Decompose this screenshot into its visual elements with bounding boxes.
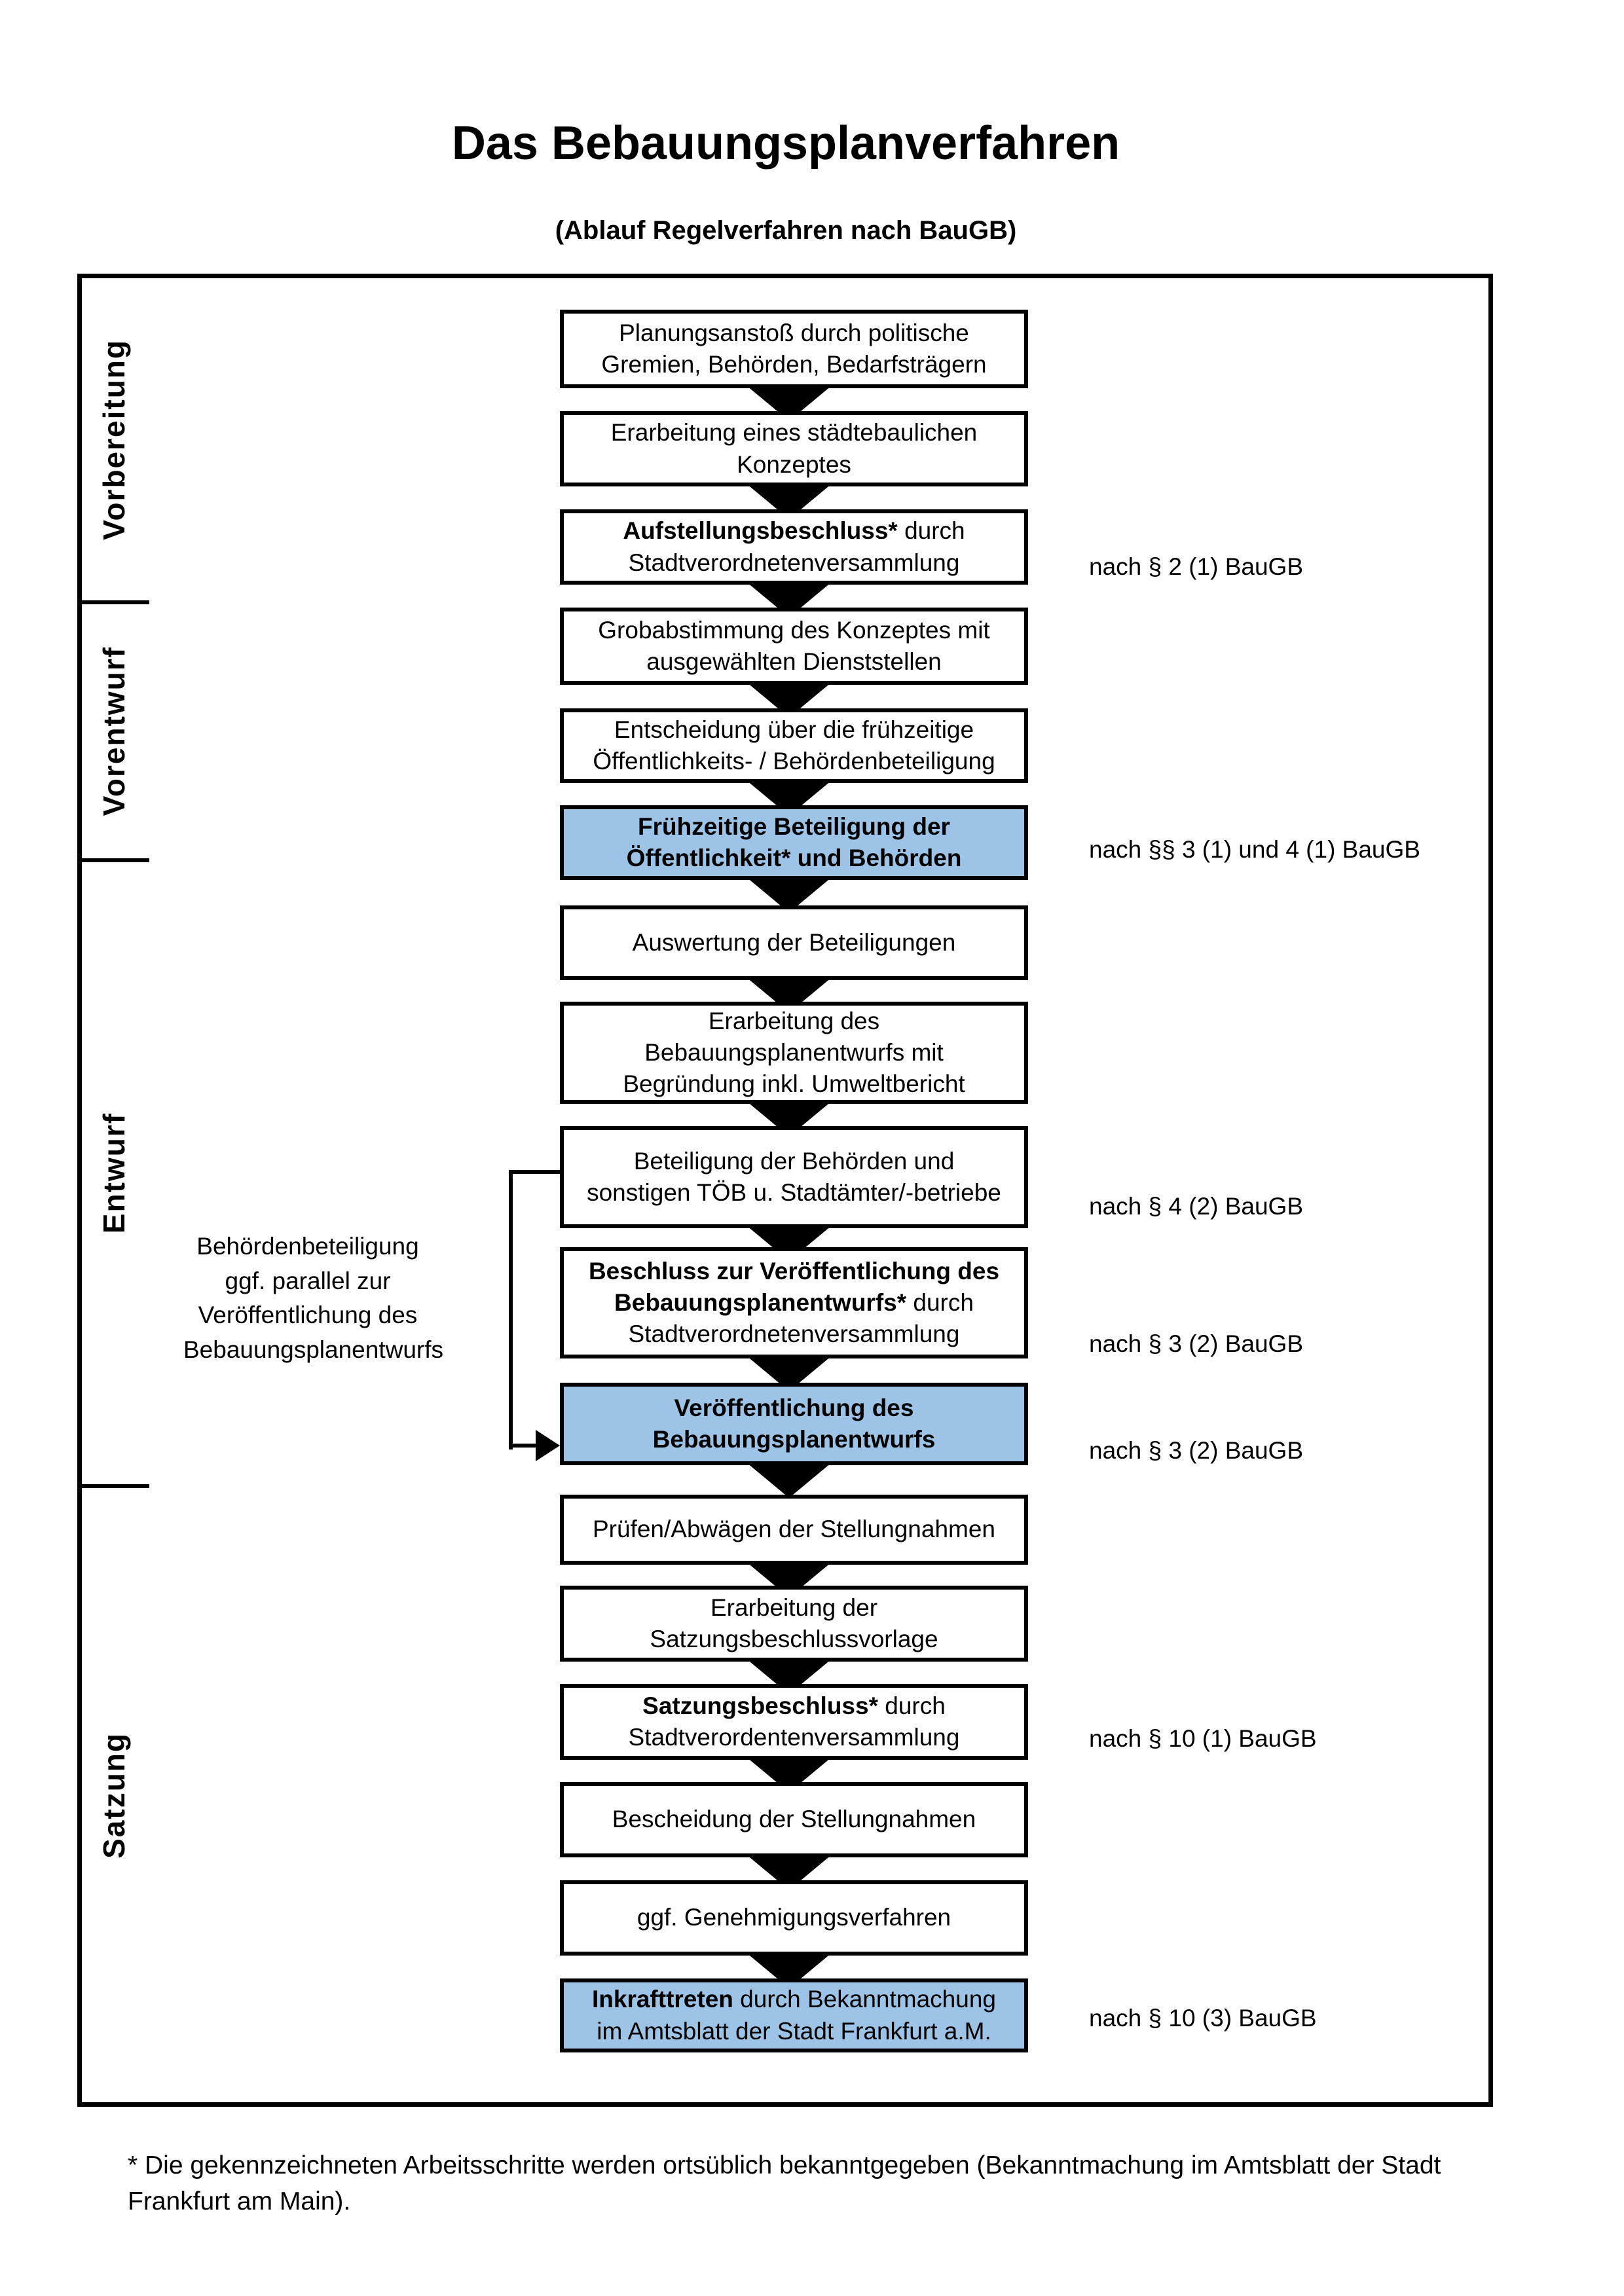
step-text: Prüfen/Abwägen der Stellungnahmen: [592, 1516, 996, 1543]
step-beschluss-veroeffentlichung: Beschluss zur Veröffentlichung des Bebau…: [560, 1247, 1028, 1358]
legal-reference: nach § 3 (2) BauGB: [1089, 1437, 1304, 1464]
step-text: Erarbeitung eines städtebaulichen Konzep…: [610, 419, 978, 478]
phase-label-vorentwurf: Vorentwurf: [96, 646, 131, 816]
legal-reference: nach § 2 (1) BauGB: [1089, 553, 1304, 580]
step-text: Erarbeitung des Bebauungsplanentwurfs mi…: [623, 1007, 965, 1098]
phase-label-vorbereitung: Vorbereitung: [96, 338, 131, 540]
step-text-bold: Frühzeitige Beteiligung der Öffentlichke…: [626, 812, 962, 871]
step-text: Erarbeitung der Satzungsbeschlussvorlage: [650, 1594, 938, 1652]
legal-reference: nach §§ 3 (1) und 4 (1) BauGB: [1089, 836, 1420, 863]
phase-cell-vorbereitung: Vorbereitung: [82, 278, 145, 600]
step-text: Beteiligung der Behörden und sonstigen T…: [587, 1147, 1001, 1206]
phase-divider: [80, 600, 149, 604]
step-text: durch Bekanntmachung im Amtsblatt der St…: [597, 1986, 996, 2045]
bypass-arrow-segment: [509, 1444, 540, 1448]
step-grobabstimmung: Grobabstimmung des Konzeptes mit ausgewä…: [560, 608, 1028, 685]
step-text: durch Stadtverordnetenversammlung: [628, 517, 965, 576]
step-text: Planungsanstoß durch politische Gremien,…: [601, 319, 987, 378]
step-fruehzeitige-beteiligung: Frühzeitige Beteiligung der Öffentlichke…: [560, 805, 1028, 880]
phase-divider: [80, 858, 149, 862]
step-planungsanstoss: Planungsanstoß durch politische Gremien,…: [560, 310, 1028, 388]
bypass-arrow-segment: [509, 1170, 513, 1449]
legal-reference: nach § 4 (2) BauGB: [1089, 1193, 1304, 1220]
flow-arrow-down-icon: [747, 1463, 832, 1498]
step-text-bold: Aufstellungsbeschluss*: [623, 517, 898, 545]
step-text: durch Stadtverordentenversammlung: [628, 1692, 960, 1751]
step-text: Auswertung der Beteiligungen: [632, 928, 956, 956]
phase-label-entwurf: Entwurf: [96, 1112, 131, 1234]
step-text-bold: Satzungsbeschluss*: [642, 1692, 878, 1719]
step-text: durch Stadtverordnetenversammlung: [628, 1288, 974, 1348]
step-konzept-erarbeitung: Erarbeitung eines städtebaulichen Konzep…: [560, 411, 1028, 486]
step-text-bold: Veröffentlichung des Bebauungsplanentwur…: [652, 1394, 936, 1453]
step-text-bold: Beschluss zur Veröffentlichung des Bebau…: [588, 1257, 1000, 1316]
legal-reference: nach § 10 (1) BauGB: [1089, 1725, 1317, 1752]
side-note: Behördenbeteiligung ggf. parallel zur Ve…: [183, 1233, 444, 1363]
phase-cell-satzung: Satzung: [82, 1488, 145, 2102]
phase-label-satzung: Satzung: [96, 1732, 131, 1859]
step-erarbeitung-satzungsbeschlussvorlage: Erarbeitung der Satzungsbeschlussvorlage: [560, 1586, 1028, 1662]
phase-cell-vorentwurf: Vorentwurf: [82, 604, 145, 858]
step-text: ggf. Genehmigungsverfahren: [637, 1904, 951, 1931]
bypass-arrow-segment: [509, 1170, 560, 1174]
bypass-arrow-head-icon: [536, 1430, 560, 1461]
legal-reference: nach § 10 (3) BauGB: [1089, 2005, 1317, 2032]
footnote: * Die gekennzeichneten Arbeitsschritte w…: [128, 2151, 1441, 2216]
step-aufstellungsbeschluss: Aufstellungsbeschluss* durch Stadtverord…: [560, 509, 1028, 585]
step-text-bold: Inkrafttreten: [592, 1986, 733, 2013]
step-entscheidung-fruehzeitige-beteiligung: Entscheidung über die frühzeitige Öffent…: [560, 708, 1028, 783]
step-text: Grobabstimmung des Konzeptes mit ausgewä…: [598, 616, 990, 675]
legal-reference: nach § 3 (2) BauGB: [1089, 1330, 1304, 1357]
page-title: Das Bebauungsplanverfahren: [451, 117, 1120, 170]
page-subtitle: (Ablauf Regelverfahren nach BauGB): [555, 216, 1017, 245]
step-veroeffentlichung-entwurf: Veröffentlichung des Bebauungsplanentwur…: [560, 1383, 1028, 1465]
step-inkrafttreten: Inkrafttreten durch Bekanntmachung im Am…: [560, 1978, 1028, 2052]
step-genehmigungsverfahren: ggf. Genehmigungsverfahren: [560, 1880, 1028, 1956]
step-auswertung-beteiligungen: Auswertung der Beteiligungen: [560, 905, 1028, 980]
step-erarbeitung-bebauungsplanentwurf: Erarbeitung des Bebauungsplanentwurfs mi…: [560, 1002, 1028, 1104]
phase-divider: [80, 1484, 149, 1488]
step-bescheidung-stellungnahmen: Bescheidung der Stellungnahmen: [560, 1782, 1028, 1857]
step-pruefen-abwaegen: Prüfen/Abwägen der Stellungnahmen: [560, 1495, 1028, 1565]
step-text: Bescheidung der Stellungnahmen: [612, 1806, 976, 1833]
step-satzungsbeschluss: Satzungsbeschluss* durch Stadtverordente…: [560, 1684, 1028, 1760]
step-beteiligung-behoerden-toeb: Beteiligung der Behörden und sonstigen T…: [560, 1126, 1028, 1228]
phase-cell-entwurf: Entwurf: [82, 862, 145, 1484]
step-text: Entscheidung über die frühzeitige Öffent…: [593, 716, 995, 774]
